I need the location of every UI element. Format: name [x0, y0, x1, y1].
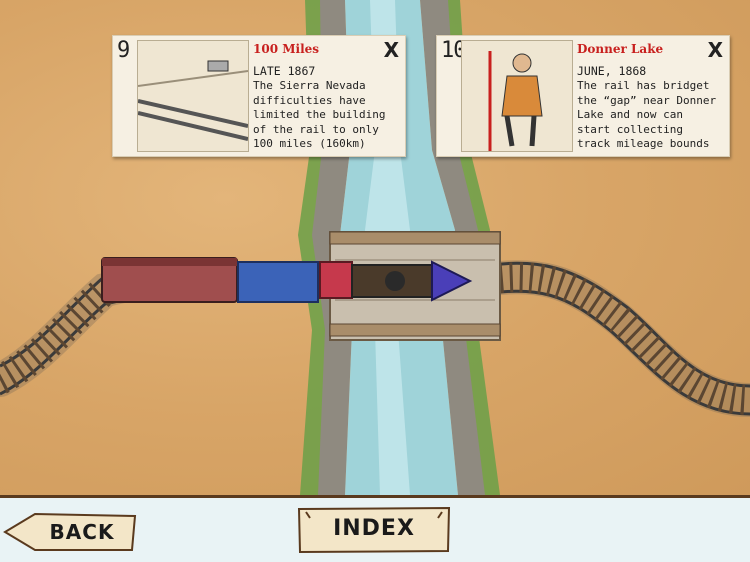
card-illustration — [461, 40, 573, 152]
right-rail-track — [467, 260, 750, 417]
card-date: JUNE, 1868 — [577, 64, 647, 78]
footer-bar: BACK INDEX — [0, 495, 750, 562]
card-title: 100 Miles — [253, 42, 320, 56]
story-card-10: 10 Donner Lake X JUNE, 1868 The rail has… — [436, 35, 730, 157]
story-card-9: 9 100 Miles X LATE 1867 The Sierra Nevad… — [112, 35, 406, 157]
divider — [0, 495, 750, 498]
back-button[interactable]: BACK — [0, 512, 140, 552]
card-text: The rail has bridget the “gap” near Donn… — [577, 79, 717, 150]
card-number: 9 — [117, 38, 130, 63]
index-label: INDEX — [333, 516, 415, 541]
game-scene: 9 100 Miles X LATE 1867 The Sierra Nevad… — [0, 0, 750, 495]
left-rail-track — [0, 263, 167, 397]
train — [101, 257, 473, 303]
back-sign-shape — [3, 512, 137, 551]
card-title: Donner Lake — [577, 42, 664, 56]
back-label: BACK — [49, 520, 115, 544]
card-text: The Sierra Nevada difficulties have limi… — [253, 79, 386, 150]
index-button[interactable]: INDEX — [296, 506, 452, 554]
card-date: LATE 1867 — [253, 64, 316, 78]
close-button[interactable]: X — [707, 38, 723, 62]
close-button[interactable]: X — [383, 38, 399, 62]
card-illustration — [137, 40, 249, 152]
index-sign-shape — [297, 506, 451, 554]
